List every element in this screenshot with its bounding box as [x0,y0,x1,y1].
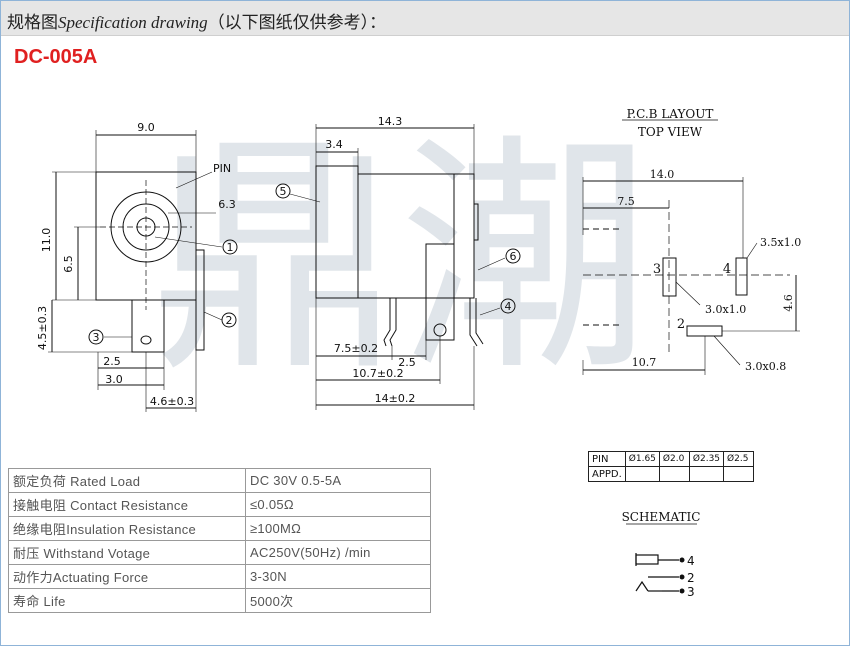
side-lug-2b [389,298,397,347]
callout-4-circle [500,298,516,314]
page-title: 规格图Specification drawing（以下图纸仅供参考）： [7,8,386,33]
spec-row: 接触电阻 Contact Resistance≤0.05Ω [8,492,431,517]
pcb-pad-3-label: 3 [653,262,661,277]
spec-label: 额定负荷 Rated Load [8,468,246,493]
side-rear-tab [473,203,479,241]
spec-value: 5000次 [245,588,431,613]
pcb-dim-b: 10.7 [632,356,657,369]
front-dim-pin-offset: 2.5 [103,355,121,368]
pcb-pad-4-label: 4 [723,262,731,277]
pcb-title: P.C.B LAYOUT [627,107,714,121]
side-view-labels: 14.3 3.4 7.5±0.2 2.5 10.7±0.2 14±0.2 5 6… [280,115,517,405]
title-en: Specification drawing [58,13,208,32]
side-dim-c: 10.7±0.2 [352,367,403,380]
spec-label: 接触电阻 Contact Resistance [8,492,246,517]
pcb-pad-3 [662,257,677,297]
schematic: SCHEMATIC 4 2 3 [622,510,701,599]
pcb-pad-4 [735,257,748,296]
schematic-pin-2: 2 [687,571,695,585]
spec-value: ≥100MΩ [245,516,431,541]
pin-dia-4: Ø2.5 [723,451,755,467]
pcb-pad-2-label: 2 [677,317,685,332]
pcb-pad-4-size: 3.5x1.0 [760,236,801,249]
callout-1-circle [222,239,238,255]
callout-4: 4 [505,300,512,313]
front-lug-hole [140,335,152,345]
schematic-symbol [635,553,679,592]
pin-row-label: PIN [588,451,626,467]
callout-2: 2 [226,314,233,327]
pin-dia-2: Ø2.0 [658,451,690,467]
pcb-pad-3-size: 3.0x1.0 [705,303,746,316]
front-view-labels: 9.0 11.0 6.5 4.5±0.3 2.5 3.0 4.6±0.3 6.3… [36,121,236,408]
spec-label: 动作力Actuating Force [8,564,246,589]
spec-label: 耐压 Withstand Votage [8,540,246,565]
pcb-dim-total: 14.0 [650,168,675,181]
front-dim-pin-height: 4.5±0.3 [36,306,49,350]
front-bottom-lug [131,299,165,353]
header-bar: 规格图Specification drawing（以下图纸仅供参考）： [1,1,849,36]
schematic-pin-4: 4 [687,554,695,568]
pin-table-row: APPD. [588,466,755,482]
pin-dia-1: Ø1.65 [624,451,660,467]
front-dim-pin-dia: 6.3 [218,198,236,211]
spec-value: AC250V(50Hz) /min [245,540,431,565]
pcb-subtitle: TOP VIEW [638,125,703,139]
pcb-dim-v: 4.6 [782,294,795,312]
front-dim-bottom: 4.6±0.3 [150,395,194,408]
side-dim-length: 14.3 [378,115,403,128]
schematic-title: SCHEMATIC [622,510,701,524]
model-number: DC-005A [14,46,98,68]
pcb-dim-a: 7.5 [617,195,635,208]
callout-6-circle [505,248,521,264]
side-dim-a: 7.5±0.2 [334,342,378,355]
title-cn: 规格图 [7,13,58,32]
title-suffix: （以下图纸仅供参考）： [207,13,387,32]
callout-6: 6 [510,250,517,263]
pin-label: PIN [213,162,231,175]
spec-label: 寿命 Life [8,588,246,613]
callout-2-circle [221,312,237,328]
spec-value: DC 30V 0.5-5A [245,468,431,493]
front-dim-height: 11.0 [40,228,53,253]
callout-1: 1 [227,241,234,254]
side-dim-d: 14±0.2 [375,392,416,405]
front-view [48,130,238,412]
pcb-pad-2 [686,325,723,337]
schematic-pin-3: 3 [687,585,695,599]
pcb-pad-2-size: 3.0x0.8 [745,360,786,373]
callout-5-circle [275,183,291,199]
front-dim-center: 6.5 [62,255,75,273]
callout-3-circle [88,329,104,345]
pin-table-row: PIN Ø1.65 Ø2.0 Ø2.35 Ø2.5 [588,451,755,467]
appd-row-label: APPD. [588,466,626,482]
pcb-layout [582,119,800,375]
side-lug-3b [475,298,484,345]
side-lug-3 [469,298,478,347]
pin-table: PIN Ø1.65 Ø2.0 Ø2.35 Ø2.5 APPD. [588,451,755,482]
pin-dia-3: Ø2.35 [688,451,725,467]
side-dim-b: 2.5 [398,356,416,369]
front-dim-pin-pitch: 3.0 [105,373,123,386]
pcb-labels: P.C.B LAYOUT TOP VIEW 14.0 7.5 10.7 4.6 … [617,107,801,373]
spec-row: 绝缘电阻Insulation Resistance≥100MΩ [8,516,431,541]
spec-label: 绝缘电阻Insulation Resistance [8,516,246,541]
spec-value: ≤0.05Ω [245,492,431,517]
pin-leader [175,171,213,189]
side-view [275,124,521,410]
side-lug-2 [383,298,391,347]
front-side-lug [195,249,205,351]
front-dim-width: 9.0 [137,121,155,134]
spec-value: 3-30N [245,564,431,589]
callout-5: 5 [280,185,287,198]
callout-3: 3 [93,331,100,344]
side-dim-front: 3.4 [325,138,343,151]
